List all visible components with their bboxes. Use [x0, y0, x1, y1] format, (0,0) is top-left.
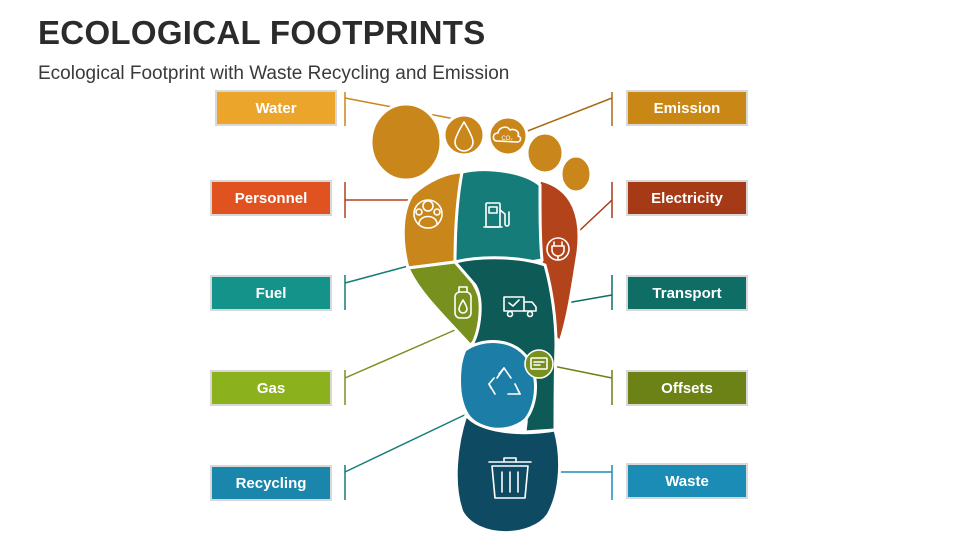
connector-offsets: [547, 364, 613, 405]
connector-emission: [524, 92, 613, 133]
label-waste: Waste: [626, 463, 748, 499]
toe-2-shape: [442, 113, 486, 157]
foot-heel-toe-segment: [401, 170, 464, 270]
label-offsets: Offsets: [626, 370, 748, 406]
svg-text:CO₂: CO₂: [501, 136, 513, 142]
page-title: ECOLOGICAL FOOTPRINTS: [38, 14, 486, 51]
foot-teal-segment: [453, 168, 544, 264]
connector-recycling: [344, 409, 476, 500]
foot-navy-segment: [454, 411, 562, 535]
label-personnel: Personnel: [210, 180, 332, 216]
water-drop-icon: [454, 121, 474, 152]
connector-personnel: [344, 182, 410, 218]
foot-blue-segment: [458, 340, 537, 431]
label-gas: Gas: [210, 370, 332, 406]
label-electricity: Electricity: [626, 180, 748, 216]
connector-electricity: [577, 182, 613, 233]
fuel-pump-icon: [483, 202, 510, 228]
recycle-icon: [488, 367, 521, 395]
plug-icon: [546, 237, 570, 261]
label-transport: Transport: [626, 275, 748, 311]
connector-waste: [555, 465, 613, 500]
label-fuel: Fuel: [210, 275, 332, 311]
toe-4-shape: [525, 131, 565, 175]
label-water: Water: [215, 90, 337, 126]
connector-fuel: [344, 264, 413, 310]
people-icon: [413, 199, 443, 229]
offset-certificate-icon: [524, 349, 554, 379]
big-toe-shape: [369, 102, 443, 182]
label-recycling: Recycling: [210, 465, 332, 501]
label-emission: Emission: [626, 90, 748, 126]
trash-bin-icon: [488, 457, 532, 499]
connectors-right: [524, 92, 613, 500]
toe-3-shape: [487, 115, 529, 157]
gas-cylinder-icon: [454, 286, 472, 319]
truck-icon: [503, 296, 537, 318]
connector-gas: [344, 329, 456, 405]
connectors-left: [344, 92, 476, 500]
co2-cloud-icon: CO₂: [492, 126, 522, 143]
toe-5-shape: [559, 154, 593, 194]
page-subtitle: Ecological Footprint with Waste Recyclin…: [38, 63, 510, 84]
